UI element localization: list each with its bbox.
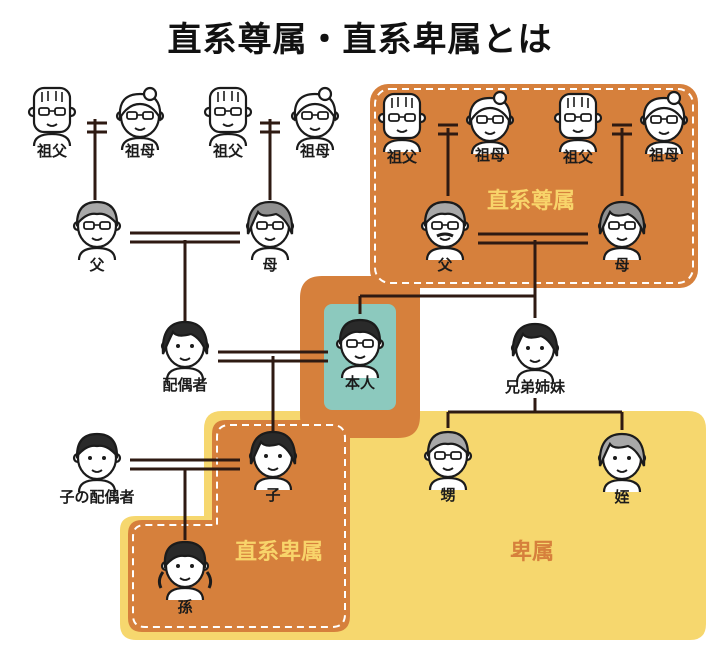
grandmother-icon — [639, 90, 689, 155]
niece-icon — [597, 432, 647, 493]
person-gf-pat-right: 祖父 — [377, 92, 427, 166]
person-gf-mat-right: 祖父 — [553, 92, 603, 166]
label-grandchild: 孫 — [177, 598, 192, 616]
child-icon — [248, 430, 298, 491]
lineal-ascendants-label: 直系尊属 — [487, 188, 575, 214]
label-gm-pat-left: 祖母 — [124, 142, 155, 160]
grandfather-icon — [377, 92, 427, 153]
person-gm-pat-left: 祖母 — [115, 86, 165, 160]
label-father-left: 父 — [88, 256, 105, 274]
label-nephew: 甥 — [440, 486, 455, 504]
person-father-left: 父 — [72, 200, 122, 274]
person-gf-pat-left: 祖父 — [27, 86, 77, 160]
label-niece: 姪 — [614, 488, 629, 506]
grandmother-icon — [115, 86, 165, 151]
nephew-icon — [423, 430, 473, 491]
connection-lines — [93, 119, 624, 540]
label-child-spouse: 子の配偶者 — [59, 488, 134, 506]
label-mother-right: 母 — [614, 256, 629, 274]
label-gm-pat-right: 祖母 — [474, 146, 505, 164]
grandmother-icon — [465, 90, 515, 155]
father-icon — [420, 200, 470, 261]
label-siblings: 兄弟姉妹 — [504, 378, 566, 396]
grandfather-icon — [203, 86, 253, 147]
grandfather-icon — [27, 86, 77, 147]
person-father-right: 父 — [420, 200, 470, 274]
label-gm-mat-right: 祖母 — [648, 146, 679, 164]
person-self: 本人 — [335, 318, 385, 392]
page-title: 直系尊属・直系卑属とは — [167, 20, 553, 60]
person-niece: 姪 — [597, 432, 647, 506]
person-nephew: 甥 — [423, 430, 473, 504]
person-spouse: 配偶者 — [160, 320, 210, 394]
label-gf-pat-right: 祖父 — [386, 148, 418, 166]
person-grandchild: 孫 — [157, 540, 213, 616]
person-gm-mat-left: 祖母 — [290, 86, 340, 160]
marriage-lines — [87, 121, 632, 471]
label-gf-mat-left: 祖父 — [212, 142, 244, 160]
person-gm-mat-right: 祖母 — [639, 90, 689, 164]
mother-icon — [245, 200, 295, 261]
lineal-descendants-label: 直系卑属 — [235, 539, 323, 565]
person-gm-pat-right: 祖母 — [465, 90, 515, 164]
label-gm-mat-left: 祖母 — [299, 142, 330, 160]
label-spouse: 配偶者 — [162, 376, 207, 394]
person-child: 子 — [248, 430, 298, 504]
label-gf-pat-left: 祖父 — [36, 142, 68, 160]
label-self: 本人 — [345, 374, 376, 392]
descendants-label: 卑属 — [510, 539, 554, 565]
sibling-icon — [510, 322, 560, 383]
person-mother-left: 母 — [245, 200, 295, 274]
spouse-icon — [160, 320, 210, 381]
child-spouse-icon — [72, 432, 122, 493]
person-child-spouse: 子の配偶者 — [59, 432, 135, 506]
father-icon — [72, 200, 122, 261]
person-gf-mat-left: 祖父 — [203, 86, 253, 160]
label-child: 子 — [265, 486, 280, 504]
grandchild-icon — [157, 540, 213, 601]
self-icon — [335, 318, 385, 379]
label-gf-mat-right: 祖父 — [562, 148, 594, 166]
label-father-right: 父 — [436, 256, 453, 274]
person-siblings: 兄弟姉妹 — [504, 322, 566, 396]
grandmother-icon — [290, 86, 340, 151]
mother-icon — [597, 200, 647, 261]
label-mother-left: 母 — [262, 256, 277, 274]
person-mother-right: 母 — [597, 200, 647, 274]
grandfather-icon — [553, 92, 603, 153]
